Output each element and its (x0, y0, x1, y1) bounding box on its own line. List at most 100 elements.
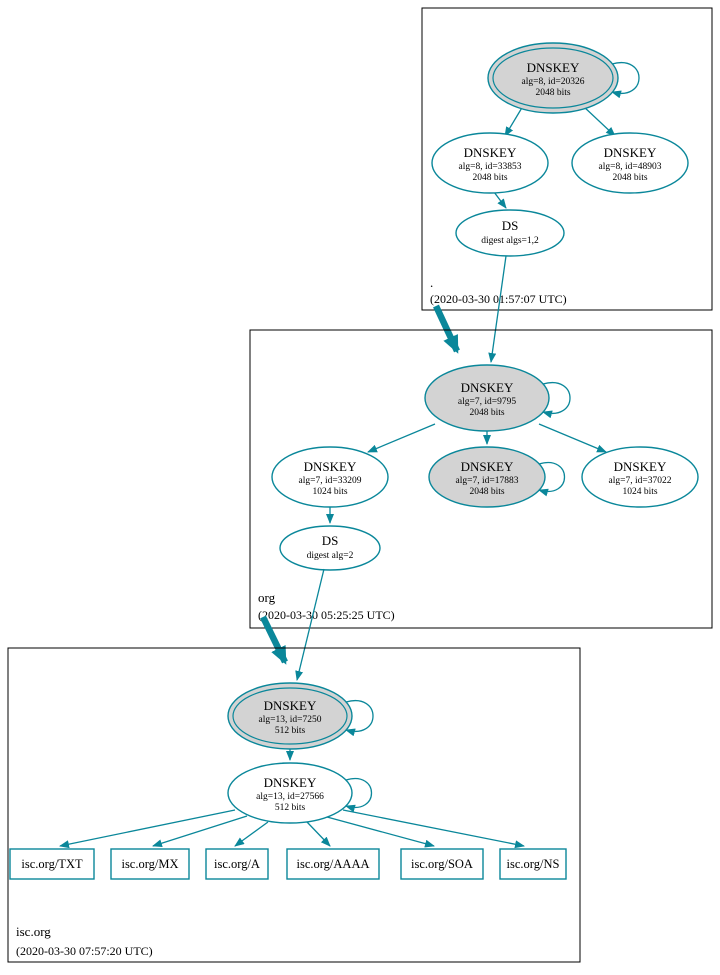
isc-rrset-ns-label: isc.org/NS (507, 857, 560, 871)
org-zsk2-label: DNSKEY (614, 459, 667, 474)
root-zsk1-dnskey-node: DNSKEY alg=8, id=33853 2048 bits (431, 132, 549, 194)
isc-rrset-ns-node: isc.org/NS (499, 848, 567, 880)
zone-root-box (421, 7, 713, 311)
org-ksk-detail1: alg=7, id=9795 (458, 397, 516, 407)
isc-rrset-mx-node: isc.org/MX (110, 848, 190, 880)
isc-ksk-label: DNSKEY (264, 698, 317, 713)
root-to-org-delegation-arrow (433, 304, 460, 354)
isc-zone-timestamp: (2020-03-30 07:57:20 UTC) (16, 944, 153, 958)
isc-zsk-detail2: 512 bits (275, 803, 306, 813)
root-zsk2-dnskey-node: DNSKEY alg=8, id=48903 2048 bits (571, 132, 689, 194)
isc-rrset-mx-label: isc.org/MX (121, 857, 178, 871)
org-zone-name: org (258, 590, 276, 605)
root-zone-timestamp: (2020-03-30 01:57:07 UTC) (430, 292, 567, 306)
root-ds-node: DS digest algs=1,2 (455, 209, 565, 257)
isc-rrset-txt-label: isc.org/TXT (21, 857, 83, 871)
org-to-isc-delegation-arrow (260, 615, 288, 665)
root-ksk-inner-ring (492, 47, 614, 109)
org-zsk2-detail2: 1024 bits (622, 487, 657, 497)
isc-ksk-detail2: 512 bits (275, 726, 306, 736)
org-ksk2-selfsign-edge (538, 461, 565, 497)
isc-rrset-ns-box (499, 848, 567, 880)
isc-ksk-ellipse (227, 682, 353, 750)
org-ksk-to-zsk2-edge (538, 423, 607, 453)
zone-isc-org: DNSKEY alg=13, id=7250 512 bits DNSKEY a… (7, 647, 581, 963)
isc-zsk-label: DNSKEY (264, 775, 317, 790)
isc-ksk-selfsign-edge (345, 699, 374, 737)
isc-zsk-to-soa-edge (326, 816, 435, 848)
org-ksk2-detail1: alg=7, id=17883 (456, 476, 519, 486)
zone-org-box (249, 329, 713, 629)
isc-rrset-txt-node: isc.org/TXT (9, 848, 95, 880)
root-zone-name: . (430, 275, 433, 290)
root-zsk2-ellipse (571, 132, 689, 194)
isc-ksk-detail1: alg=13, id=7250 (259, 715, 322, 725)
isc-rrset-aaaa-label: isc.org/AAAA (296, 857, 369, 871)
org-ds-to-isc-ksk-edge (295, 568, 325, 681)
org-zone-timestamp: (2020-03-30 05:25:25 UTC) (258, 608, 395, 622)
isc-zsk-to-a-edge (234, 821, 269, 847)
isc-ksk-inner-ring (232, 687, 348, 745)
org-ksk-selfsign-edge (542, 381, 571, 419)
isc-zsk-dnskey-node: DNSKEY alg=13, id=27566 512 bits (227, 762, 353, 824)
root-ksk-to-zsk1-edge (504, 105, 524, 137)
zone-isc-org-box (7, 647, 581, 963)
isc-rrset-mx-box (110, 848, 190, 880)
root-ds-detail1: digest algs=1,2 (481, 236, 539, 246)
root-zsk1-detail1: alg=8, id=33853 (459, 162, 522, 172)
org-zsk1-label: DNSKEY (304, 459, 357, 474)
isc-rrset-a-label: isc.org/A (214, 857, 260, 871)
org-ds-ellipse (279, 525, 381, 571)
isc-rrset-aaaa-node: isc.org/AAAA (286, 848, 380, 880)
org-ksk2-detail2: 2048 bits (469, 487, 504, 497)
isc-rrset-soa-box (400, 848, 484, 880)
root-ds-ellipse (455, 209, 565, 257)
isc-zsk-to-mx-edge (152, 815, 248, 848)
org-ksk-to-zsk1-edge (367, 423, 436, 453)
root-ksk-detail2: 2048 bits (535, 88, 570, 98)
root-zsk1-ellipse (431, 132, 549, 194)
root-ds-to-org-ksk-edge (488, 255, 507, 363)
org-ksk-ellipse (424, 364, 550, 432)
isc-rrset-soa-label: isc.org/SOA (411, 857, 473, 871)
isc-zsk-to-ns-edge (342, 809, 525, 849)
isc-zsk-to-txt-edge (59, 809, 236, 849)
isc-zsk-to-aaaa-edge (306, 821, 331, 847)
root-zsk2-detail1: alg=8, id=48903 (599, 162, 662, 172)
org-ksk2-label: DNSKEY (461, 459, 514, 474)
org-ksk-detail2: 2048 bits (469, 408, 504, 418)
root-zsk2-detail2: 2048 bits (612, 173, 647, 183)
isc-rrset-a-box (205, 848, 269, 880)
isc-zone-name: isc.org (16, 924, 51, 939)
root-ksk-detail1: alg=8, id=20326 (522, 77, 585, 87)
org-zsk1-dnskey-node: DNSKEY alg=7, id=33209 1024 bits (271, 446, 389, 508)
isc-zsk-ellipse (227, 762, 353, 824)
root-ksk-to-zsk2-edge (582, 105, 616, 137)
root-ksk-label: DNSKEY (527, 60, 580, 75)
org-zsk2-ellipse (581, 446, 699, 508)
zone-root: DNSKEY alg=8, id=20326 2048 bits DNSKEY … (421, 7, 713, 311)
org-ksk-dnskey-node: DNSKEY alg=7, id=9795 2048 bits (424, 364, 550, 432)
org-zsk1-detail1: alg=7, id=33209 (299, 476, 362, 486)
org-zsk2-detail1: alg=7, id=37022 (609, 476, 672, 486)
root-zsk2-label: DNSKEY (604, 145, 657, 160)
org-ksk2-ellipse (428, 446, 546, 508)
org-zsk2-dnskey-node: DNSKEY alg=7, id=37022 1024 bits (581, 446, 699, 508)
isc-rrset-txt-box (9, 848, 95, 880)
org-zsk1-ellipse (271, 446, 389, 508)
org-ds-label: DS (322, 533, 339, 548)
isc-rrset-soa-node: isc.org/SOA (400, 848, 484, 880)
root-zsk1-label: DNSKEY (464, 145, 517, 160)
isc-rrset-aaaa-box (286, 848, 380, 880)
root-zsk1-detail2: 2048 bits (472, 173, 507, 183)
isc-ksk-dnskey-node: DNSKEY alg=13, id=7250 512 bits (227, 682, 353, 750)
root-ds-label: DS (502, 218, 519, 233)
org-ksk2-dnskey-node: DNSKEY alg=7, id=17883 2048 bits (428, 446, 546, 508)
org-zsk1-detail2: 1024 bits (312, 487, 347, 497)
zone-org: DNSKEY alg=7, id=9795 2048 bits DNSKEY a… (249, 329, 713, 629)
root-ksk-selfsign-edge (611, 61, 640, 99)
org-ksk-label: DNSKEY (461, 380, 514, 395)
isc-zsk-selfsign-edge (345, 777, 372, 813)
isc-zsk-detail1: alg=13, id=27566 (256, 792, 324, 802)
